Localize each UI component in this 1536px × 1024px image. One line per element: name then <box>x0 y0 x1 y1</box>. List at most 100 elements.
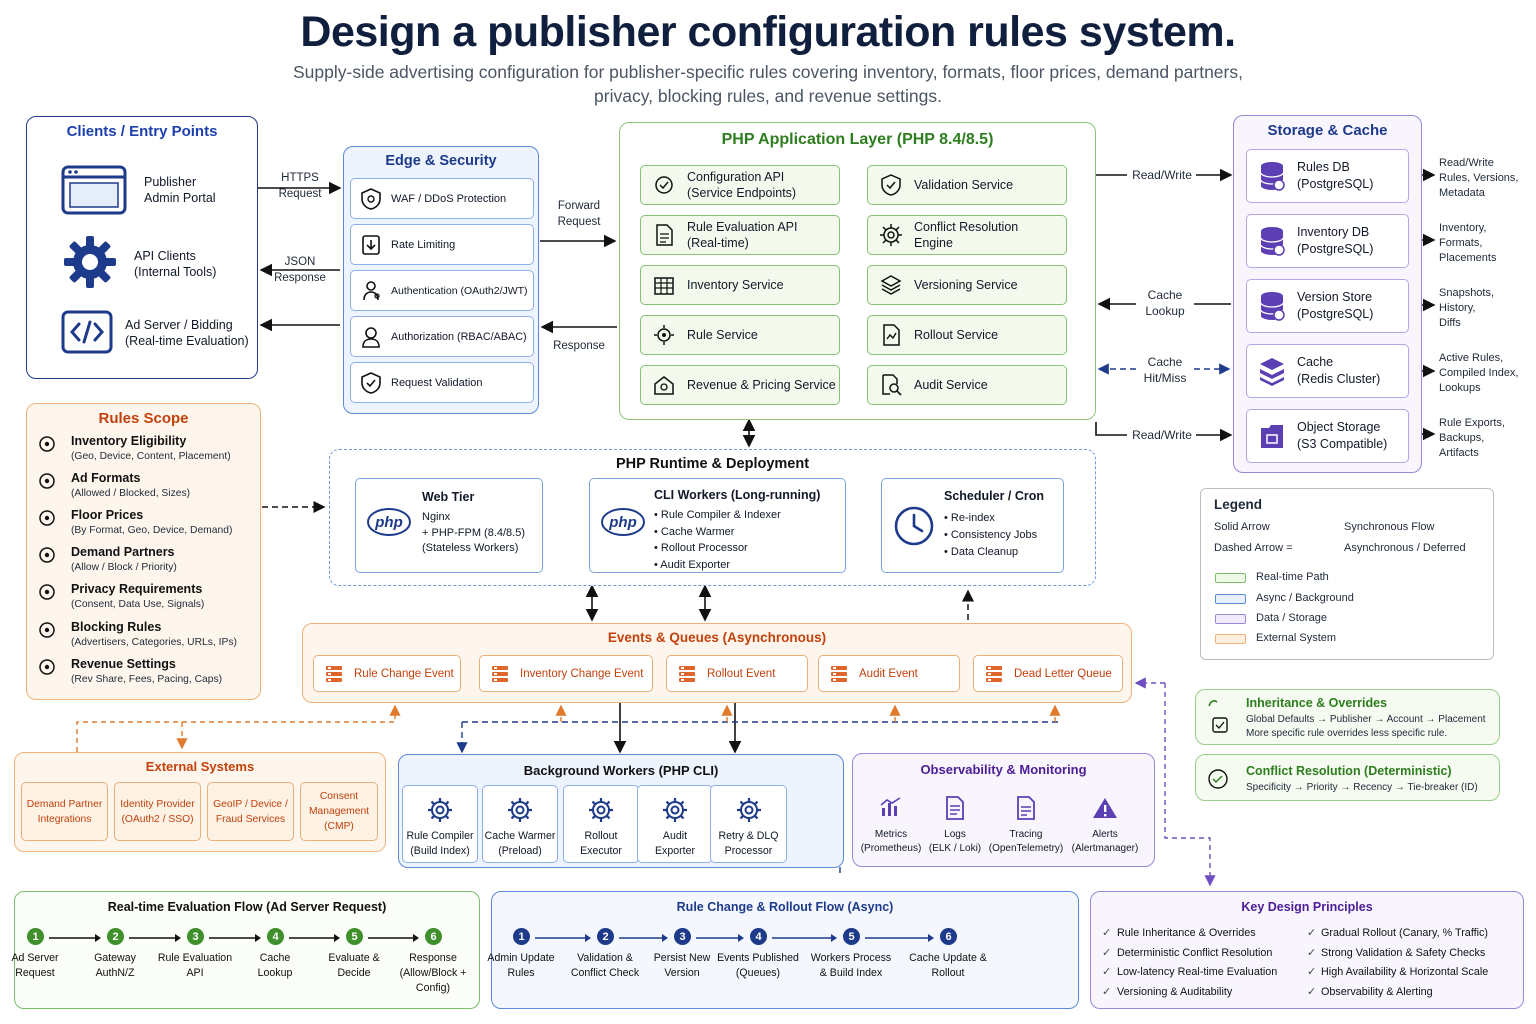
event-card-0[interactable]: Rule Change Event <box>313 655 461 692</box>
alert-icon <box>1092 796 1118 822</box>
scope-item-title: Privacy Requirements <box>71 582 203 596</box>
external-label: Demand Partner <box>26 798 103 810</box>
code-brackets-icon <box>61 310 113 359</box>
check-icon: ✓ <box>1307 986 1317 998</box>
scope-item-title: Floor Prices <box>71 508 144 522</box>
revenue-icon <box>641 374 687 396</box>
realtime-flow-panel: Real-time Evaluation Flow (Ad Server Req… <box>14 891 480 1009</box>
scope-item-sub: (Allow / Block / Priority) <box>71 562 177 573</box>
check-icon: ✓ <box>1102 927 1112 939</box>
rt-step-5: Response(Allow/Block +Config) <box>399 952 467 994</box>
observability-card-1[interactable]: Logs(ELK / Loki) <box>925 784 985 858</box>
audit-search-icon <box>868 374 914 396</box>
client-api-clients[interactable]: API Clients(Internal Tools) <box>134 249 217 279</box>
observability-card-2[interactable]: Tracing(OpenTelemetry) <box>988 784 1064 858</box>
event-card-3[interactable]: Audit Event <box>818 655 960 692</box>
principle-item: Strong Validation & Safety Checks <box>1321 947 1486 959</box>
dollar-icon <box>38 509 56 532</box>
external-card-2[interactable]: GeoIP / Device /Fraud Services <box>207 782 294 841</box>
check-icon: ✓ <box>1307 927 1317 939</box>
observability-card-0[interactable]: Metrics(Prometheus) <box>858 784 924 858</box>
php-logo-icon: php <box>366 507 412 542</box>
check-icon: ✓ <box>1307 947 1317 959</box>
storage-note-4: Rule Exports,Backups,Artifacts <box>1439 417 1506 459</box>
check-icon: ✓ <box>1102 947 1112 959</box>
audit-service-card[interactable]: Audit Service <box>867 365 1067 405</box>
scope-item-sub: (By Format, Geo, Device, Demand) <box>71 525 233 536</box>
clock-icon <box>893 505 935 552</box>
web-tier-lines: Nginx+ PHP-FPM (8.4/8.5)(Stateless Worke… <box>422 511 526 554</box>
validation-service-card[interactable]: Validation Service <box>867 165 1067 205</box>
versioning-service-card[interactable]: Versioning Service <box>867 265 1067 305</box>
storage-title: Storage & Cache <box>1267 122 1388 139</box>
queue-icon <box>314 665 354 683</box>
storage-card-label: Cache(Redis Cluster) <box>1297 355 1381 386</box>
authentication-card[interactable]: Authentication (OAuth2/JWT) <box>350 270 534 311</box>
realtime-flow-title: Real-time Evaluation Flow (Ad Server Req… <box>107 900 387 914</box>
cli-workers-card[interactable]: php CLI Workers (Long-running) • Rule Co… <box>589 478 846 573</box>
database-icon <box>1247 161 1297 191</box>
scheduler-card[interactable]: Scheduler / Cron • Re-index• Consistency… <box>881 478 1064 573</box>
user-icon <box>351 326 391 348</box>
worker-card-1[interactable]: Cache Warmer(Preload) <box>482 785 558 863</box>
configuration-api-card[interactable]: Configuration API(Service Endpoints) <box>640 165 840 205</box>
storage-card-2[interactable]: Version Store(PostgreSQL) <box>1246 279 1409 333</box>
app-layer-title: PHP Application Layer (PHP 8.4/8.5) <box>721 131 994 148</box>
principle-item: High Availability & Horizontal Scale <box>1321 966 1489 978</box>
request-validation-card[interactable]: Request Validation <box>350 362 534 403</box>
page-title: Design a publisher configuration rules s… <box>300 8 1236 56</box>
storage-card-1[interactable]: Inventory DB(PostgreSQL) <box>1246 214 1409 268</box>
worker-card-0[interactable]: Rule Compiler(Build Index) <box>402 785 478 863</box>
inventory-service-card[interactable]: Inventory Service <box>640 265 840 305</box>
rule-evaluation-api-card[interactable]: Rule Evaluation API(Real-time) <box>640 215 840 255</box>
rules-scope-panel: Rules Scope <box>26 403 261 700</box>
rate-limiting-label: Rate Limiting <box>391 238 456 251</box>
rt-step-4: Evaluate &Decide <box>328 952 380 979</box>
client-ad-server[interactable]: Ad Server / Bidding(Real-time Evaluation… <box>125 318 249 348</box>
event-card-2[interactable]: Rollout Event <box>666 655 808 692</box>
waf-ddos-label: WAF / DDoS Protection <box>391 192 507 205</box>
external-label: Integrations <box>37 813 92 825</box>
observability-label: Metrics(Prometheus) <box>860 829 922 854</box>
inventory-service-label: Inventory Service <box>687 278 784 292</box>
waf-ddos-card[interactable]: WAF / DDoS Protection <box>350 178 534 219</box>
web-tier-card[interactable]: php Web Tier Nginx+ PHP-FPM (8.4/8.5)(St… <box>355 478 543 573</box>
scope-item-sub: (Advertisers, Categories, URLs, IPs) <box>71 637 237 648</box>
observability-card-3[interactable]: Alerts(Alertmanager) <box>1071 784 1139 858</box>
legend-swatch-label: Real-time Path <box>1256 571 1329 583</box>
configuration-api-label: Configuration API <box>687 170 785 184</box>
scope-item-sub: (Consent, Data Use, Signals) <box>71 599 205 610</box>
external-card-1[interactable]: Identity Provider(OAuth2 / SSO) <box>114 782 201 841</box>
revenue-pricing-card[interactable]: Revenue & Pricing Service <box>640 365 840 405</box>
rollout-service-card[interactable]: Rollout Service <box>867 315 1067 355</box>
event-card-4[interactable]: Dead Letter Queue <box>973 655 1123 692</box>
edge-security-panel: Edge & Security WAF / DDoS Protection Ra… <box>343 146 539 414</box>
storage-card-0[interactable]: Rules DB(PostgreSQL) <box>1246 149 1409 203</box>
storage-card-4[interactable]: Object Storage(S3 Compatible) <box>1246 409 1409 463</box>
rollout-doc-icon <box>868 324 914 346</box>
storage-note-3: Active Rules,Compiled Index,Lookups <box>1439 352 1519 394</box>
authorization-card[interactable]: Authorization (RBAC/ABAC) <box>350 316 534 357</box>
event-card-1[interactable]: Inventory Change Event <box>479 655 653 692</box>
scope-item-title: Revenue Settings <box>71 657 176 671</box>
storage-card-3[interactable]: Cache(Redis Cluster) <box>1246 344 1409 398</box>
worker-label: Cache Warmer(Preload) <box>484 830 556 857</box>
scheduler-title: Scheduler / Cron <box>944 489 1045 503</box>
worker-gear-icon <box>587 796 615 824</box>
observability-label: Logs(ELK / Loki) <box>928 829 982 854</box>
inheritance-title: Inheritance & Overrides <box>1246 696 1388 710</box>
rule-service-card[interactable]: Rule Service <box>640 315 840 355</box>
rate-limiting-card[interactable]: Rate Limiting <box>350 224 534 265</box>
